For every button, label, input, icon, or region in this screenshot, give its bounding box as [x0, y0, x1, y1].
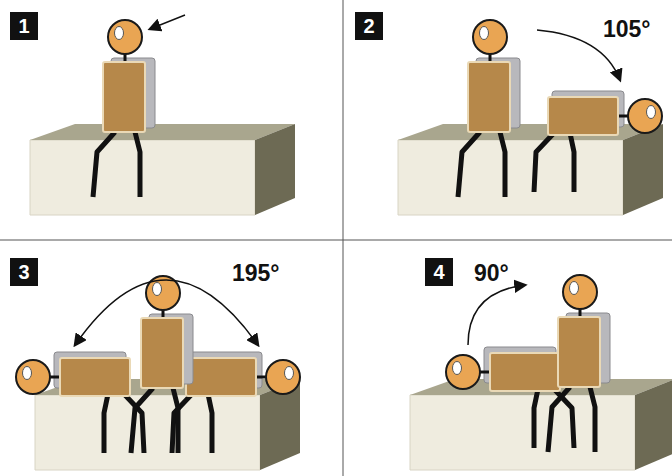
panel-number: 1	[18, 15, 29, 38]
panel-number: 4	[433, 261, 444, 284]
seated-figure	[93, 20, 155, 197]
pointer-arrow	[150, 15, 185, 29]
panel-divider	[0, 240, 672, 241]
panel-number-box: 4	[425, 258, 453, 286]
panel-divider	[343, 0, 344, 476]
seated-figure	[131, 276, 193, 453]
panel-number: 2	[363, 15, 374, 38]
bench	[410, 379, 672, 470]
lying-figure	[534, 91, 662, 192]
panel-number: 3	[18, 261, 29, 284]
angle-label: 195°	[232, 262, 280, 285]
bench	[30, 124, 295, 215]
bench	[398, 124, 663, 215]
lying-figure	[16, 352, 144, 453]
rotation-arrow	[468, 285, 525, 345]
angle-label: 90°	[474, 262, 509, 285]
lying-figure	[446, 347, 574, 448]
seated-figure	[458, 20, 520, 197]
angle-label: 105°	[603, 18, 651, 41]
panel-number-box: 2	[355, 12, 383, 40]
seated-figure	[548, 275, 610, 452]
panel-number-box: 1	[10, 12, 38, 40]
rotation-arrow	[75, 280, 258, 345]
panel-number-box: 3	[10, 258, 38, 286]
